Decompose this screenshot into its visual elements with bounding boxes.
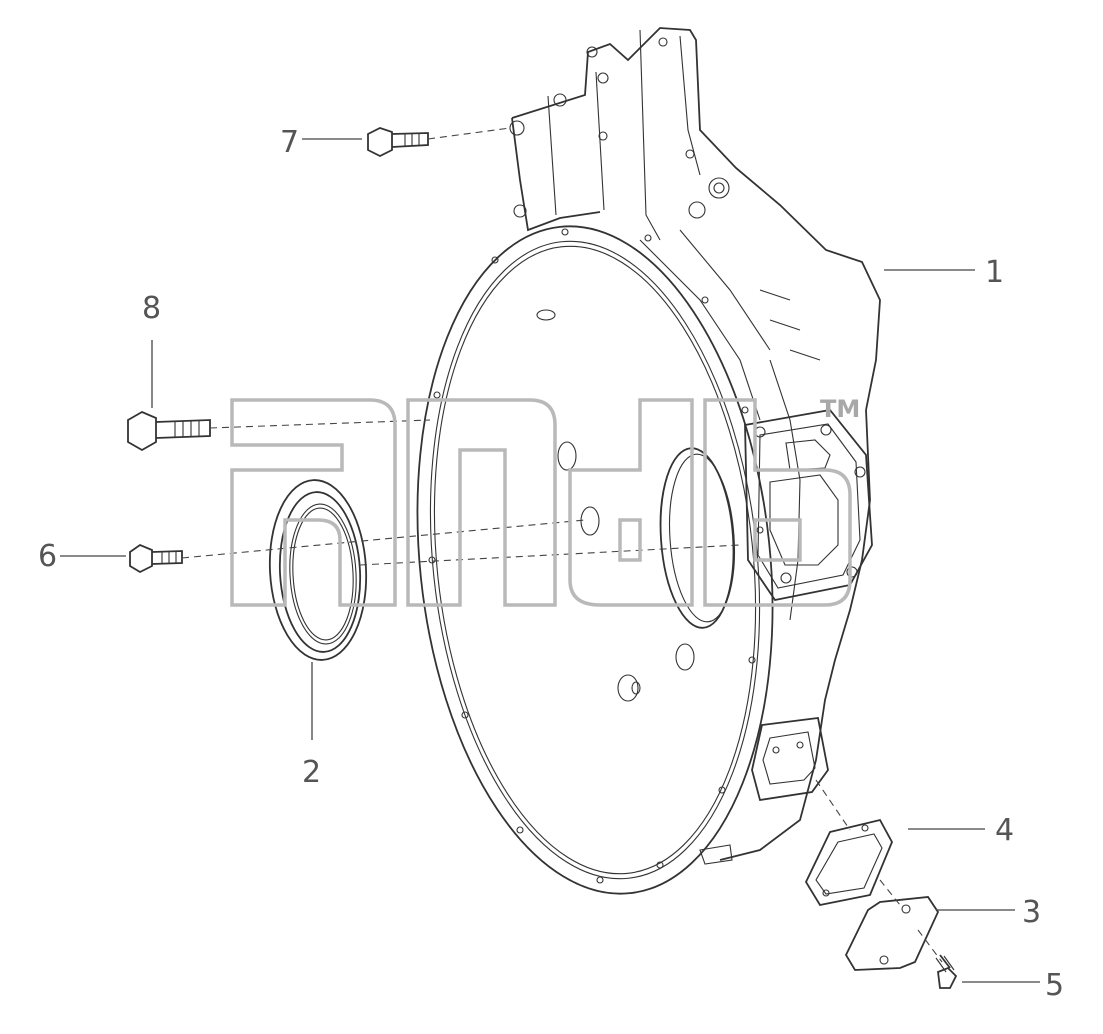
- callout-1: 1: [985, 255, 1004, 290]
- leader-lines: [60, 138, 1040, 983]
- callout-7: 7: [280, 125, 299, 160]
- callout-6: 6: [38, 539, 57, 574]
- oil-seal-ring: [268, 479, 368, 661]
- flange-bolt-holes: [428, 228, 764, 884]
- cover-plate: [844, 896, 940, 971]
- bolt-8: [127, 410, 211, 452]
- callout-2: 2: [302, 755, 321, 790]
- watermark-mark: TM: [820, 395, 860, 423]
- callout-8: 8: [142, 291, 161, 326]
- amd-watermark: TM: [230, 395, 860, 607]
- bolt-6: [129, 543, 183, 574]
- callout-4: 4: [995, 813, 1014, 848]
- gasket: [804, 818, 893, 907]
- callout-3: 3: [1022, 895, 1041, 930]
- screw-5: [935, 954, 958, 989]
- inspection-port: [751, 717, 829, 802]
- callout-labels: 7 8 6 2 1 4 3 5: [38, 125, 1064, 1003]
- bolt-7: [367, 127, 429, 158]
- side-port: [744, 409, 873, 601]
- callout-5: 5: [1045, 968, 1064, 1003]
